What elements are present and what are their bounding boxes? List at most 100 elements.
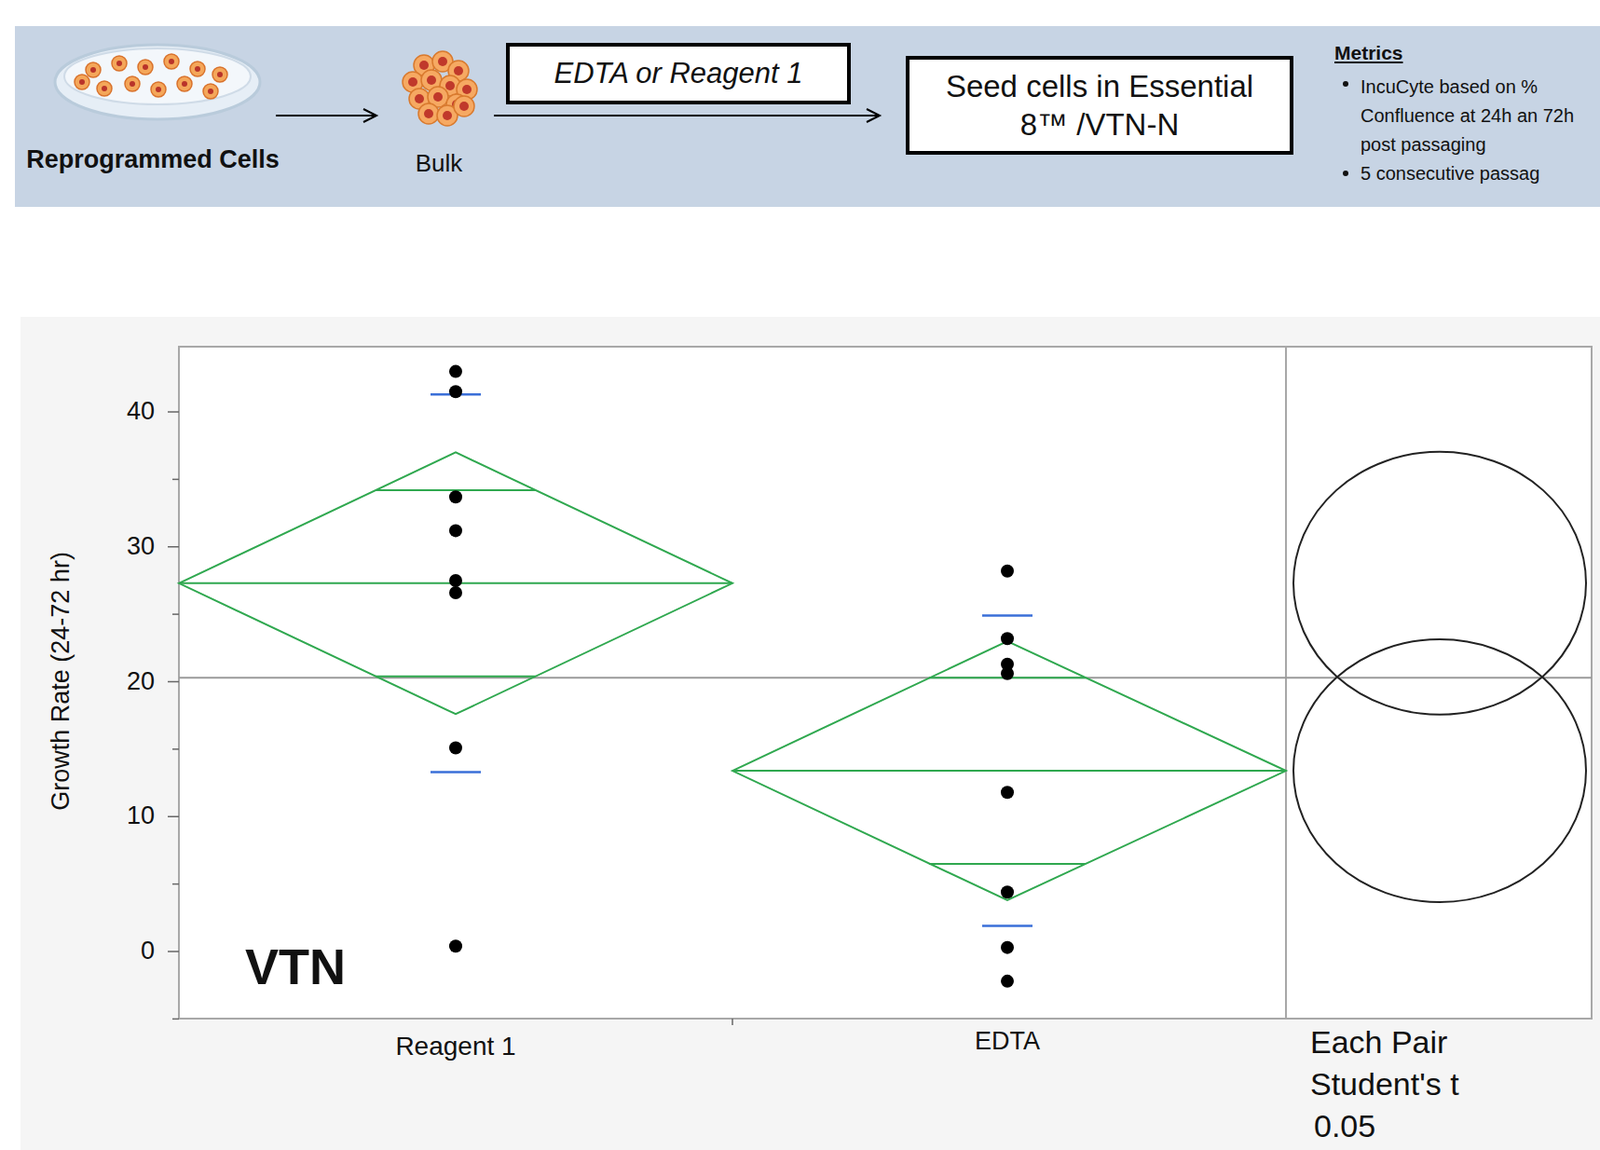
cell-nucleus <box>79 79 85 85</box>
comparison-frame <box>1285 346 1592 1019</box>
means-diamond <box>178 451 733 714</box>
data-point <box>1000 667 1014 681</box>
cell-nucleus <box>90 67 96 73</box>
data-point <box>449 523 463 537</box>
metrics-item: 5 consecutive passag <box>1360 159 1540 189</box>
cell-nucleus <box>181 81 188 87</box>
stage-label: Bulk <box>415 144 464 182</box>
cell-nucleus <box>437 56 448 67</box>
data-point <box>449 740 463 754</box>
treatment-box: EDTA or Reagent 1 <box>505 42 851 105</box>
data-point <box>1000 885 1014 899</box>
test-label: Student's t <box>1310 1059 1460 1109</box>
plot-panel <box>20 316 1600 1150</box>
cell <box>453 95 475 117</box>
axis-tick <box>731 1018 734 1026</box>
comparison-circle <box>1293 451 1587 715</box>
axis-title: Growth Rate (24-72 hr) <box>41 551 82 811</box>
cell <box>111 55 127 71</box>
category-label: EDTA <box>974 1022 1040 1062</box>
data-point <box>1000 631 1014 645</box>
cell <box>96 81 112 96</box>
axis-tick <box>172 1018 179 1021</box>
cell-nucleus <box>445 81 455 91</box>
data-point <box>449 384 463 398</box>
cell-nucleus <box>116 60 123 67</box>
axis-tick <box>167 546 179 548</box>
std-dev-line <box>430 770 481 774</box>
tick-label: 10 <box>126 796 155 836</box>
cell <box>177 76 192 92</box>
cell-nucleus <box>462 84 472 95</box>
grand-mean-line <box>178 676 1592 679</box>
cell-nucleus <box>207 88 214 95</box>
tick-label: 0 <box>140 931 155 971</box>
axis-tick <box>167 816 179 819</box>
group-mean-line <box>732 769 1286 772</box>
data-point <box>449 939 463 953</box>
cell-nucleus <box>168 58 175 65</box>
data-point <box>449 574 463 588</box>
axis-tick <box>172 748 179 751</box>
oneway-plot <box>167 365 1592 1026</box>
means-diamond <box>732 641 1286 901</box>
cell-nucleus <box>419 60 429 70</box>
axis-tick <box>172 478 179 481</box>
test-label: 0.05 <box>1313 1101 1376 1150</box>
cell-nucleus <box>194 66 201 72</box>
bulk-cells <box>402 51 478 126</box>
metrics-item: IncuCyte based on % Confluence at 24h an… <box>1360 72 1589 160</box>
panel-label: VTN <box>245 928 346 1007</box>
cell <box>212 67 228 83</box>
plot-frame <box>178 346 1286 1019</box>
axis-tick <box>172 883 179 886</box>
cell <box>418 103 439 124</box>
cell-nucleus <box>423 109 434 119</box>
comparison-circle <box>1293 639 1587 903</box>
cell <box>74 74 90 90</box>
axis-tick <box>172 613 179 616</box>
overlap-mark <box>929 862 1086 865</box>
tick-label: 30 <box>126 527 155 567</box>
stage-label: Reprogrammed Cells <box>26 140 280 180</box>
cell-nucleus <box>155 86 162 93</box>
petri-dish <box>54 44 260 120</box>
category-label: Reagent 1 <box>395 1025 516 1067</box>
tick-label: 40 <box>126 392 155 432</box>
cell <box>203 83 219 99</box>
data-point <box>1000 941 1014 955</box>
data-point <box>449 365 463 379</box>
data-point <box>1000 785 1014 799</box>
cell-nucleus <box>453 66 464 76</box>
metrics-bullets <box>1342 81 1349 177</box>
cell-nucleus <box>101 85 108 92</box>
header-band <box>14 26 1600 207</box>
std-dev-line <box>982 924 1033 928</box>
cell-nucleus <box>129 81 136 87</box>
cell-nucleus <box>442 110 452 121</box>
cell-nucleus <box>433 92 443 102</box>
cell-nucleus <box>414 94 424 104</box>
cell <box>164 54 179 69</box>
axis-tick <box>167 410 179 413</box>
axis-tick <box>167 950 179 953</box>
overlap-mark <box>375 675 535 678</box>
box-text: EDTA or Reagent 1 <box>553 55 803 93</box>
axis-tick <box>167 681 179 684</box>
cell <box>190 61 206 77</box>
seeding-box: Seed cells in Essential 8™ /VTN-N <box>905 55 1294 155</box>
cell-nucleus <box>142 64 149 70</box>
test-label: Each Pair <box>1310 1017 1448 1067</box>
data-point <box>449 586 463 600</box>
box-text: Seed cells in Essential 8™ /VTN-N <box>931 67 1268 145</box>
data-point <box>1000 974 1014 988</box>
dish-cells <box>74 54 228 99</box>
cell <box>124 76 140 92</box>
cell <box>85 62 101 78</box>
cell <box>137 59 153 75</box>
cell-nucleus <box>459 101 469 111</box>
data-point <box>1000 564 1014 578</box>
std-dev-line <box>982 614 1033 617</box>
cell-nucleus <box>408 77 418 87</box>
workflow-arrows <box>275 109 880 123</box>
